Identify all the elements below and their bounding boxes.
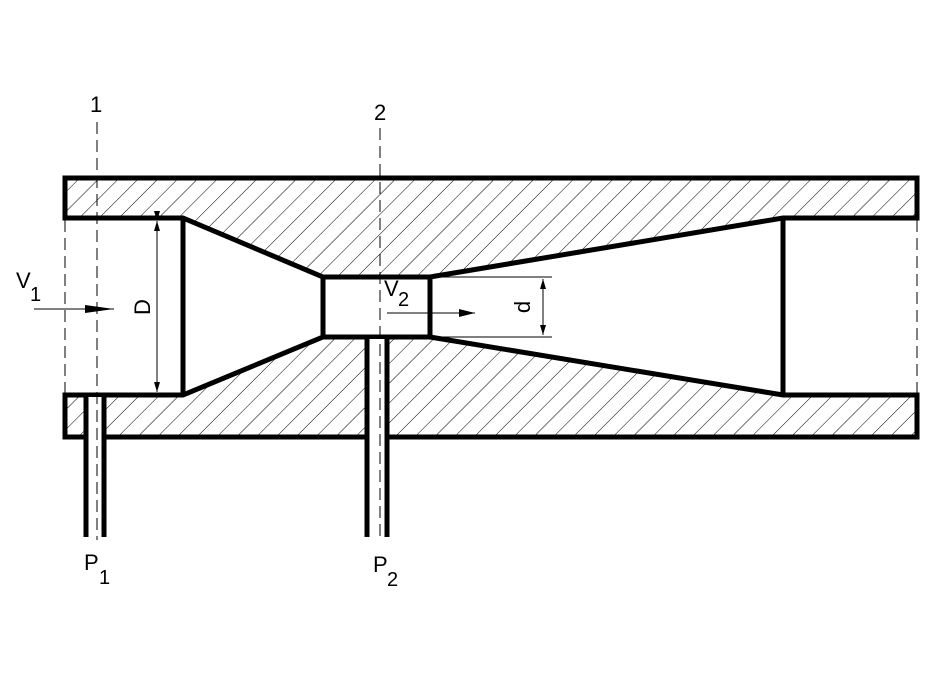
v1-label: V xyxy=(16,268,31,293)
p2-label: P xyxy=(373,552,388,577)
throat xyxy=(320,274,433,340)
D-label: D xyxy=(130,299,155,315)
section-1-label: 1 xyxy=(90,92,102,117)
p2-subscript: 2 xyxy=(387,569,398,591)
v2-subscript: 2 xyxy=(398,289,409,311)
top-wall xyxy=(62,175,920,280)
v1-subscript: 1 xyxy=(30,284,41,306)
bottom-wall xyxy=(62,334,920,440)
pressure-tap-1 xyxy=(83,397,107,537)
d-label: d xyxy=(510,301,535,313)
p1-subscript: 1 xyxy=(99,567,110,589)
pressure-tap-2 xyxy=(364,339,390,537)
p1-label: P xyxy=(84,550,99,575)
section-2-label: 2 xyxy=(374,100,386,125)
v2-label: V xyxy=(384,276,399,301)
